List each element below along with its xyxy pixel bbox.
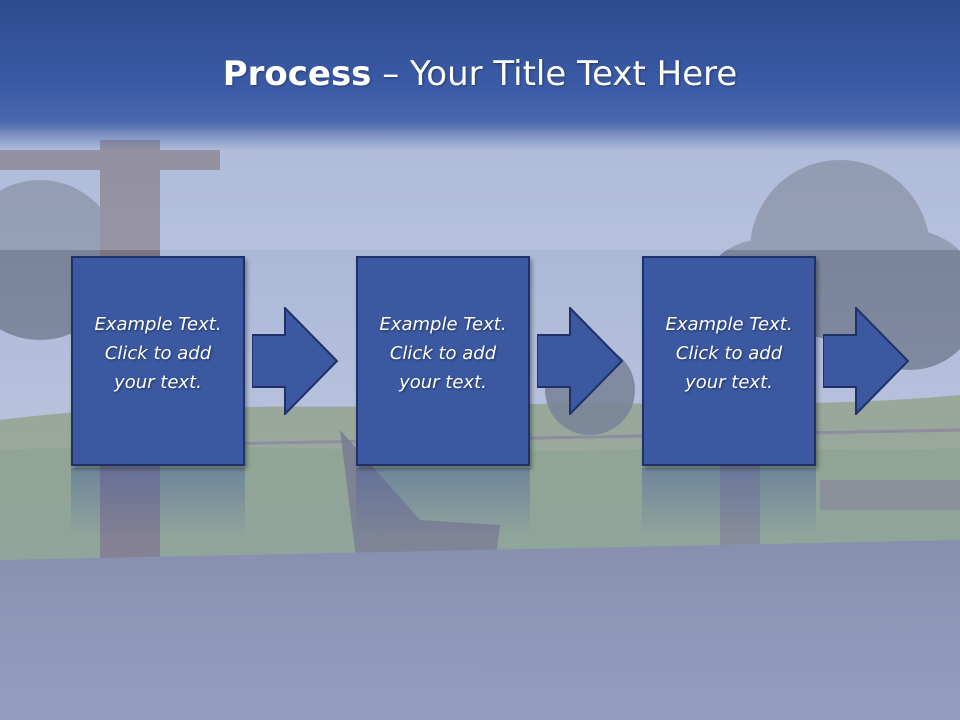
title-bold: Process xyxy=(222,54,372,94)
step-1-arrow xyxy=(252,307,338,415)
step-1-reflection xyxy=(71,468,245,538)
title-bar xyxy=(0,0,960,150)
step-3-text[interactable]: Example Text. Click to add your text. xyxy=(665,313,793,393)
process-step-2[interactable]: Example Text. Click to add your text. xyxy=(356,256,530,466)
step-2-reflection xyxy=(356,468,530,538)
step-2-arrow xyxy=(537,307,623,415)
slide-title[interactable]: Process – Your Title Text Here xyxy=(0,52,960,96)
step-1-text[interactable]: Example Text. Click to add your text. xyxy=(94,313,222,393)
step-3-reflection xyxy=(642,468,816,538)
process-step-1[interactable]: Example Text. Click to add your text. xyxy=(71,256,245,466)
title-rest: – Your Title Text Here xyxy=(371,54,738,94)
step-2-text[interactable]: Example Text. Click to add your text. xyxy=(379,313,507,393)
process-step-3[interactable]: Example Text. Click to add your text. xyxy=(642,256,816,466)
step-3-arrow xyxy=(823,307,909,415)
